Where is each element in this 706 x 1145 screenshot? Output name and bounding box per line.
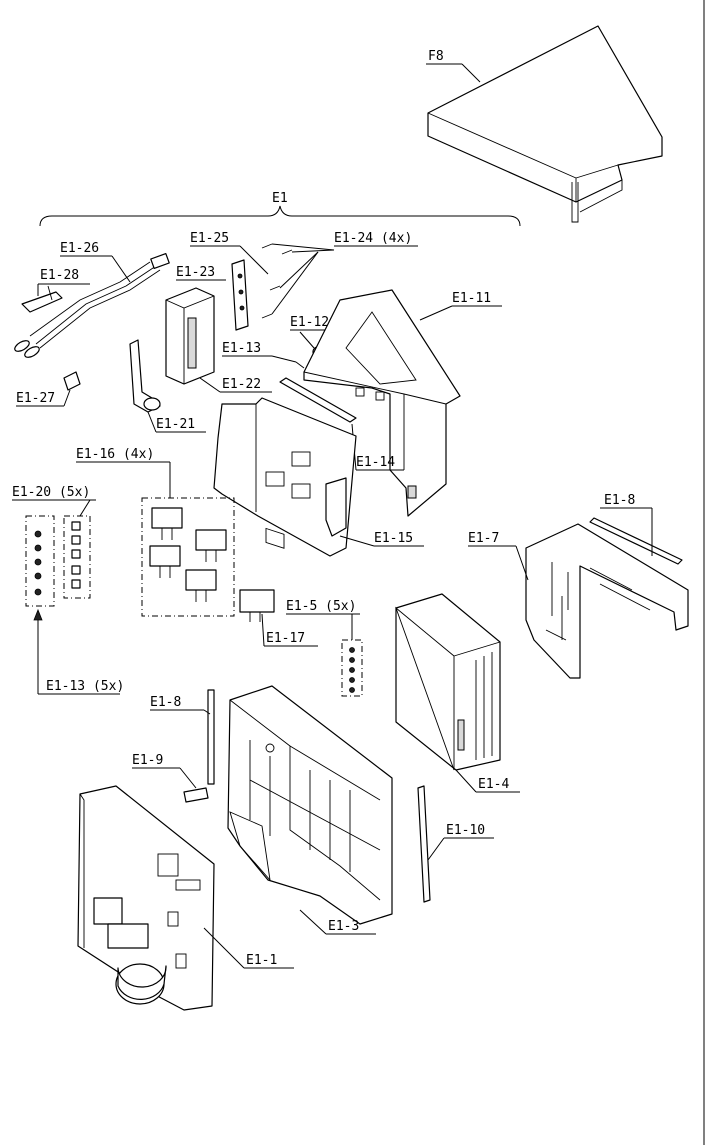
label-e1-8-b: E1-8	[150, 695, 181, 710]
part-f8-cover[interactable]	[427, 25, 663, 223]
part-e1-13-screws[interactable]	[34, 530, 42, 596]
label-e1-22: E1-22	[222, 377, 261, 392]
label-e1-5: E1-5 (5x)	[286, 599, 356, 614]
label-e1-17: E1-17	[266, 631, 305, 646]
part-e1-22-terminal-block[interactable]	[165, 287, 215, 385]
label-e1-25: E1-25	[190, 231, 229, 246]
label-e1-28: E1-28	[40, 268, 79, 283]
label-e1-20: E1-20 (5x)	[12, 485, 90, 500]
label-e1-3: E1-3	[328, 919, 359, 934]
part-e1-1-pcb[interactable]	[77, 785, 215, 1011]
part-e1-28-clip[interactable]	[21, 285, 63, 313]
part-e1-25-board[interactable]	[231, 259, 249, 331]
label-e1-7: E1-7	[468, 531, 499, 546]
label-e1-11: E1-11	[452, 291, 491, 306]
label-e1-16: E1-16 (4x)	[76, 447, 154, 462]
part-e1-13-screw[interactable]	[295, 361, 305, 369]
part-e1-10-strip[interactable]	[417, 785, 431, 903]
part-e1-3-housing[interactable]	[227, 685, 393, 925]
label-e1-21: E1-21	[156, 417, 195, 432]
part-e1-9-pad[interactable]	[183, 787, 209, 803]
part-e1-7-bracket[interactable]	[525, 523, 689, 679]
label-e1-13-b: E1-13 (5x)	[46, 679, 124, 694]
part-e1-24-screws[interactable]	[261, 243, 293, 319]
label-e1-12: E1-12	[290, 315, 329, 330]
label-e1-4: E1-4	[478, 777, 509, 792]
label-e1-15: E1-15	[374, 531, 413, 546]
part-e1-27[interactable]	[63, 371, 81, 391]
part-e1-14-strip[interactable]	[279, 377, 357, 423]
part-e1-26-harness[interactable]	[13, 252, 170, 360]
label-e1-14: E1-14	[356, 455, 395, 470]
part-e1-8-strip-lower[interactable]	[207, 689, 215, 785]
part-e1-5-screws[interactable]	[341, 639, 363, 697]
group-e1-20-box	[63, 515, 91, 599]
part-e1-20-washers[interactable]	[71, 521, 81, 589]
part-e1-4-heatsink[interactable]	[395, 593, 501, 771]
part-e1-8-strip-upper[interactable]	[589, 517, 683, 565]
part-e1-21-bracket[interactable]	[129, 339, 161, 413]
label-e1-9: E1-9	[132, 753, 163, 768]
label-e1-26: E1-26	[60, 241, 99, 256]
label-e1-group: E1	[272, 191, 288, 206]
label-e1-24: E1-24 (4x)	[334, 231, 412, 246]
label-e1-8-a: E1-8	[604, 493, 635, 508]
part-e1-17-connector[interactable]	[239, 589, 275, 622]
part-e1-11-frame[interactable]	[303, 289, 461, 517]
label-e1-13-a: E1-13	[222, 341, 261, 356]
label-e1-10: E1-10	[446, 823, 485, 838]
group-e1-16-box	[141, 497, 235, 617]
part-e1-15-base-plate[interactable]	[213, 397, 357, 557]
label-f8: F8	[428, 49, 444, 64]
group-e1-brace	[39, 205, 521, 227]
label-e1-23: E1-23	[176, 265, 215, 280]
label-e1-1: E1-1	[246, 953, 277, 968]
part-e1-16-connectors[interactable]	[149, 507, 227, 602]
label-e1-27: E1-27	[16, 391, 55, 406]
group-e1-13-box	[25, 515, 55, 607]
